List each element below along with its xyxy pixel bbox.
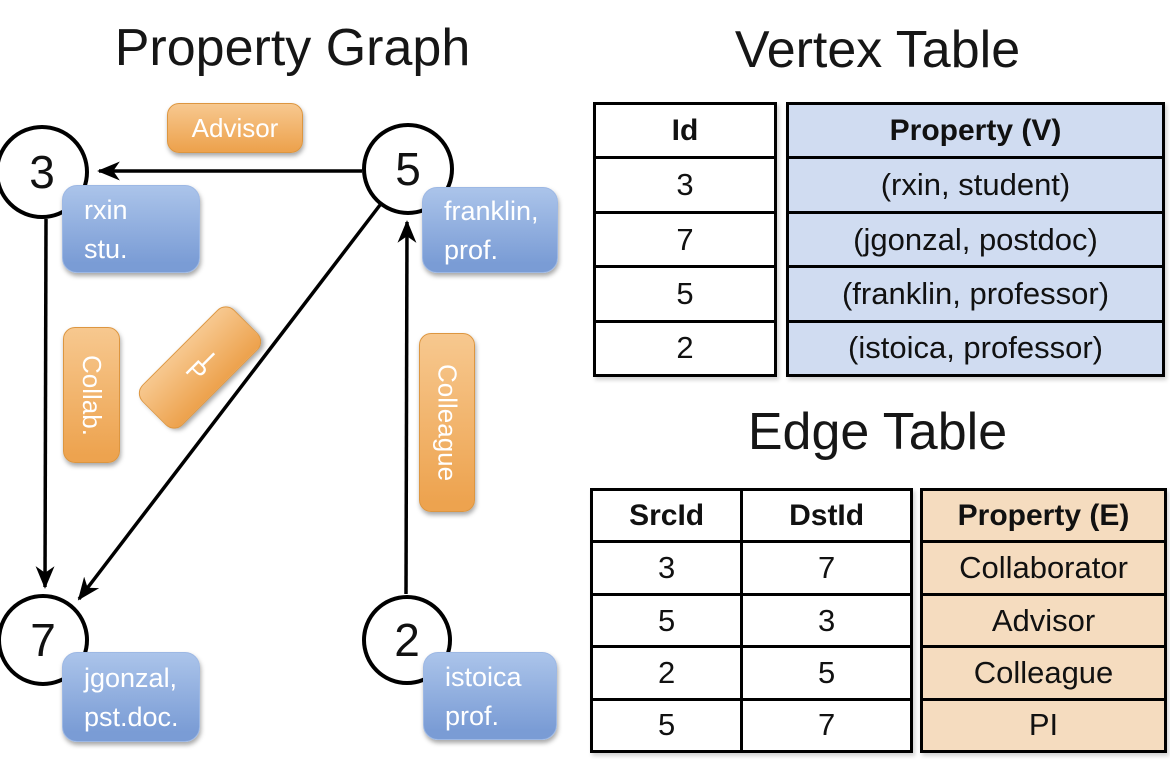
edge-table-srcid-cell: 3	[593, 540, 741, 592]
vertex-table-property-cell: (jgonzal, postdoc)	[789, 210, 1162, 266]
edge-table-srcid-column: SrcId 3 5 2 5	[593, 491, 741, 750]
vertex-id: 5	[395, 143, 421, 195]
edge-table-property-cell: PI	[923, 697, 1164, 751]
vertex-table-id-cell: 3	[596, 156, 774, 210]
vertex-table-id-header: Id	[671, 113, 699, 147]
edge-table-dstid-header: DstId	[789, 498, 865, 532]
vertex-table-id-column: Id 3 7 5 2	[593, 102, 777, 377]
vertex-table-title: Vertex Table	[734, 21, 1021, 79]
edge-table-property-column: Property (E) Collaborator Advisor Collea…	[920, 488, 1167, 753]
property-line: prof.	[445, 701, 500, 731]
property-line: istoica	[445, 661, 522, 692]
vertex-table-id-cell: 5	[596, 265, 774, 319]
vertex-property-box-rxin: rxin stu.	[62, 185, 200, 273]
property-line: rxin	[84, 194, 128, 225]
property-line: prof.	[444, 235, 499, 265]
property-graph-title: Property Graph	[114, 19, 471, 77]
vertex-table-property-cell: (rxin, student)	[789, 156, 1162, 211]
vertex-table-property-column: Property (V) (rxin, student) (jgonzal, p…	[786, 102, 1165, 377]
edge-table-property-cell: Advisor	[923, 592, 1164, 646]
edge-label-colleague: Colleague	[419, 333, 475, 512]
vertex-table-id-cell: 2	[596, 319, 774, 374]
edge-table-dstid-cell: 3	[743, 592, 910, 645]
edge-table-property-cell: Collaborator	[923, 540, 1164, 593]
edge-table-id-columns: SrcId 3 5 2 5 DstId 7 3 5 7	[590, 488, 913, 753]
edge-3-to-7	[35, 218, 55, 589]
edge-table-dstid-cell: 7	[743, 697, 910, 750]
vertex-id: 3	[29, 146, 55, 198]
edge-table-dstid-cell: 5	[743, 645, 910, 697]
vertex-property-box-franklin: franklin, prof.	[422, 187, 558, 273]
vertex-id: 7	[30, 614, 56, 666]
vertex-table-property-cell: (franklin, professor)	[789, 265, 1162, 320]
graph-edges	[35, 161, 417, 601]
property-line: stu.	[84, 234, 128, 264]
property-line: jgonzal,	[84, 662, 178, 693]
edge-table-srcid-header: SrcId	[629, 498, 705, 532]
edge-table-srcid-cell: 5	[593, 592, 741, 645]
property-line: franklin,	[444, 195, 539, 226]
edge-table-property-header: Property (E)	[923, 491, 1164, 541]
vertex-table-id-cell: 7	[596, 210, 774, 265]
vertex-property-box-istoica: istoica prof.	[423, 652, 557, 740]
edge-label-advisor: Advisor	[167, 103, 303, 153]
property-line: pst.doc.	[84, 702, 179, 732]
edge-table-srcid-cell: 5	[593, 697, 741, 750]
edge-2-to-5	[397, 220, 417, 595]
vertex-id: 2	[394, 614, 420, 666]
edge-table-srcid-cell: 2	[593, 645, 741, 697]
edge-table-property-cell: Colleague	[923, 645, 1164, 698]
edge-label-collab: Collab.	[63, 327, 120, 463]
vertex-table-property-header: Property (V)	[789, 105, 1162, 157]
edge-table-dstid-cell: 7	[743, 540, 910, 592]
edge-table-dstid-column: DstId 7 3 5 7	[740, 491, 910, 750]
edge-5-to-7	[77, 203, 382, 601]
vertex-table-property-cell: (istoica, professor)	[789, 319, 1162, 375]
edge-table-title: Edge Table	[747, 403, 1008, 461]
vertex-property-box-jgonzal: jgonzal, pst.doc.	[62, 652, 200, 742]
